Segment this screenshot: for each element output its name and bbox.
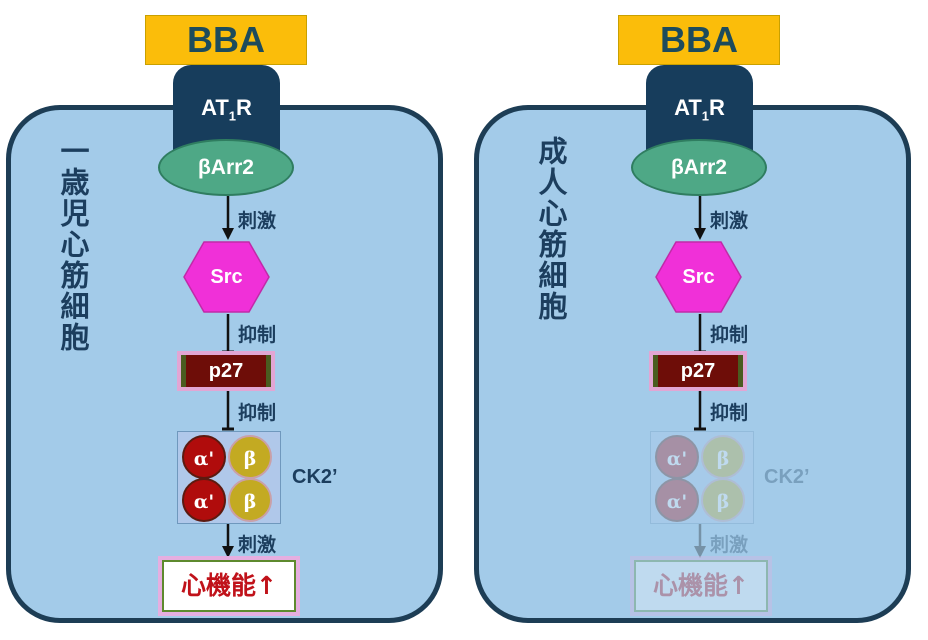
edge-label-stimulate: 刺激 [710, 210, 749, 232]
hexagon-shape [183, 241, 270, 313]
inhibit-bar [222, 391, 234, 431]
cardiac-function-outcome: 心機能↑ [162, 560, 296, 612]
edge-label-inhibit: 抑制 [710, 402, 749, 424]
edge-label-stimulate: 刺激 [238, 534, 277, 556]
beta-subunit: β [228, 435, 272, 479]
cardiac-function-outcome: 心機能↑ [634, 560, 768, 612]
inhibitor-p27: p27 [181, 355, 271, 387]
ck2-complex: α' β α' β [177, 431, 281, 524]
alpha-prime-subunit: α' [182, 435, 226, 479]
stimulate-arrow [694, 524, 706, 558]
ck2-complex-inactive: α' β α' β [650, 431, 754, 524]
edge-label-stimulate: 刺激 [710, 534, 749, 556]
hexagon-shape [655, 241, 742, 313]
panel-infant-cardiomyocyte: 一歳児心筋細胞 BBA AT1R βArr2 刺激 Src 抑制 p27 抑制 … [6, 15, 443, 623]
ck2-label: CK2’ [764, 466, 810, 488]
kinase-src-label: Src [210, 266, 243, 288]
panel-adult-cardiomyocyte: 成人心筋細胞 BBA AT1R βArr2 刺激 Src 抑制 p27 抑制 α… [468, 0, 928, 640]
ligand-bba: BBA [618, 15, 780, 65]
ligand-bba: BBA [145, 15, 307, 65]
inhibit-bar [694, 314, 706, 354]
cell-type-label: 成人心筋細胞 [534, 136, 568, 322]
stimulate-arrow [222, 524, 234, 558]
stimulate-arrow [222, 196, 234, 240]
stimulate-arrow [694, 196, 706, 240]
ck2-label: CK2’ [292, 466, 338, 488]
kinase-src: Src [655, 240, 742, 314]
inhibit-bar [694, 391, 706, 431]
beta-subunit: β [701, 478, 745, 522]
cell-type-label: 一歳児心筋細胞 [56, 136, 90, 353]
adaptor-beta-arrestin2: βArr2 [158, 139, 294, 196]
beta-subunit: β [228, 478, 272, 522]
alpha-prime-subunit: α' [655, 435, 699, 479]
alpha-prime-subunit: α' [655, 478, 699, 522]
alpha-prime-subunit: α' [182, 478, 226, 522]
kinase-src: Src [183, 240, 270, 314]
beta-subunit: β [701, 435, 745, 479]
edge-label-inhibit: 抑制 [238, 402, 277, 424]
edge-label-stimulate: 刺激 [238, 210, 277, 232]
kinase-src-label: Src [682, 266, 715, 288]
adaptor-beta-arrestin2: βArr2 [631, 139, 767, 196]
edge-label-inhibit: 抑制 [710, 324, 749, 346]
inhibit-bar [222, 314, 234, 354]
edge-label-inhibit: 抑制 [238, 324, 277, 346]
inhibitor-p27: p27 [653, 355, 743, 387]
